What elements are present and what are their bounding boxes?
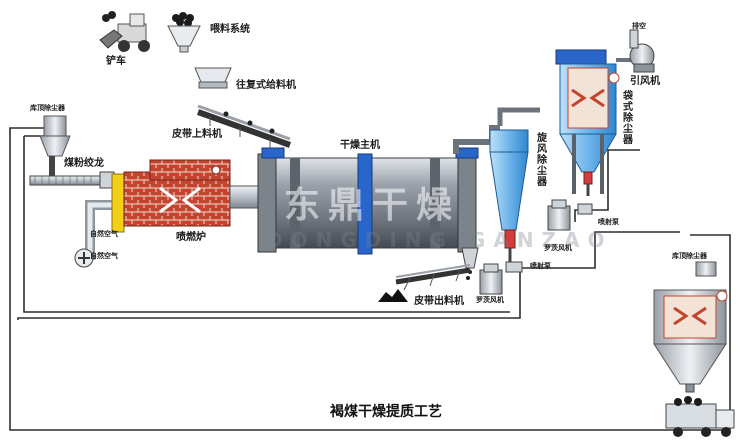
coal-pile [378,289,408,302]
bag-filter-label: 袋式除尘器 [620,90,632,145]
silo-top-filter-left-label: 库顶除尘器 [30,104,65,112]
natural-air-2-label: 自然空气 [90,252,118,260]
belt-conveyor-out [395,264,471,291]
watermark-en: DONGDING GANZAO [266,228,613,252]
roots-blower-2 [479,263,503,295]
jet-pump-1 [577,203,593,215]
cyclone-label: 旋风除尘器 [534,132,546,187]
belt-conveyor-in-label: 皮带上料机 [172,129,222,140]
burner-furnace [111,159,265,233]
circulation-pipes [9,127,731,431]
cyclone [453,107,540,262]
natural-air-1-label: 自然空气 [90,230,118,238]
coal-powder-screw [29,156,115,189]
roots-blower-1-label: 罗茨风机 [544,244,572,252]
reciprocating-feeder [194,67,232,89]
loader [99,11,150,52]
coal-powder-screw-label: 煤粉绞龙 [64,158,104,169]
roots-blower-2-label: 罗茨风机 [476,296,504,304]
watermark-cn: 东鼎干燥 [284,185,461,226]
burner-air-duct [74,200,122,268]
belt-conveyor-in [196,104,292,148]
jet-pump-2-label: 喷射泵 [530,262,551,270]
dryer-drum [257,147,479,255]
jet-pump-1-label: 喷射泵 [598,218,619,226]
truck [665,396,735,437]
burner-label: 喷燃炉 [176,232,206,243]
silo-top-filter-right-label: 库顶除尘器 [672,252,707,260]
induced-fan-label: 引风机 [630,76,660,87]
feed-hopper [167,12,201,53]
belt-conveyor-out-label: 皮带出料机 [414,296,464,307]
product-silo [653,261,728,393]
loader-label: 铲车 [106,56,126,67]
diagram-title: 褐煤干燥提质工艺 [330,404,442,420]
reciprocating-feeder-label: 往复式给料机 [236,80,296,91]
jet-pump-2 [505,261,523,273]
induced-fan [616,29,655,73]
dryer-label: 干燥主机 [340,140,380,151]
exhaust-label: 排空 [632,22,646,30]
roots-blower-1 [547,199,571,231]
bag-filter [555,49,620,196]
feed-system-label: 喂料系统 [210,24,250,35]
silo-top-filter-left [39,115,71,157]
outlet-chute [461,247,479,280]
